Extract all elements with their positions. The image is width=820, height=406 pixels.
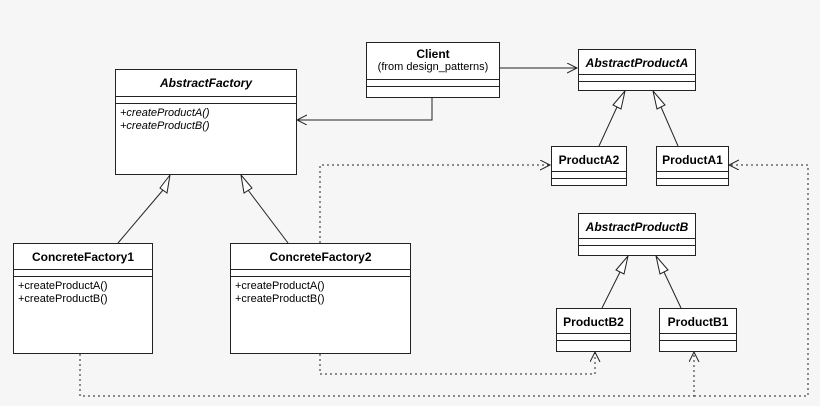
dependency-concretefactory1-producta1	[694, 165, 809, 397]
class-producta1: ProductA1	[656, 146, 729, 186]
dependency-concretefactory2-productb2	[319, 352, 595, 375]
attributes-separator	[552, 171, 626, 172]
generalization-productb1	[663, 271, 682, 309]
class-abstractproducta: AbstractProductA	[578, 49, 696, 91]
operations-separator	[14, 276, 152, 277]
generalization-arrowhead	[240, 173, 253, 194]
dependency-concretefactory2-producta2	[319, 165, 550, 243]
class-package: (from design_patterns)	[377, 61, 489, 73]
class-concretefactory1: ConcreteFactory1 +createProductA() +crea…	[13, 243, 153, 354]
class-name: AbstractFactory	[159, 76, 253, 90]
operations-separator	[552, 178, 626, 179]
attributes-separator	[231, 269, 410, 270]
class-productb2: ProductB2	[556, 308, 631, 352]
operation: +createProductB()	[235, 293, 325, 305]
operations-separator	[116, 103, 296, 104]
attributes-separator	[660, 333, 736, 334]
operations-separator	[579, 245, 695, 246]
attributes-separator	[116, 96, 296, 97]
class-productb1: ProductB1	[659, 308, 737, 352]
generalization-concretefactory2	[247, 189, 289, 244]
operations-list: +createProductA() +createProductB()	[18, 280, 148, 306]
generalization-productb2	[601, 271, 621, 309]
class-name: ConcreteFactory1	[31, 250, 135, 264]
operations-separator	[579, 81, 695, 82]
generalization-concretefactory1	[117, 189, 164, 244]
attributes-separator	[579, 238, 695, 239]
class-name: ConcreteFactory2	[269, 250, 372, 264]
class-client: Client (from design_patterns)	[366, 42, 500, 98]
operations-separator	[657, 178, 728, 179]
operations-separator	[367, 86, 499, 87]
class-name: ProductB1	[667, 315, 729, 329]
generalization-arrowhead	[615, 255, 629, 275]
attributes-separator	[657, 171, 728, 172]
operations-list: +createProductA() +createProductB()	[120, 107, 292, 133]
attributes-separator	[557, 333, 630, 334]
class-abstractfactory: AbstractFactory +createProductA() +creat…	[115, 69, 297, 175]
generalization-arrowhead	[655, 255, 669, 275]
association-client-abstractfactory	[297, 97, 433, 120]
generalization-producta1	[660, 106, 679, 147]
class-name: ProductA1	[662, 153, 723, 167]
generalization-arrowhead	[612, 90, 626, 110]
attributes-separator	[367, 79, 499, 80]
class-producta2: ProductA2	[551, 146, 627, 186]
generalization-arrowhead	[652, 90, 666, 110]
class-name: AbstractProductB	[585, 220, 689, 234]
operation: +createProductB()	[120, 120, 210, 132]
operation: +createProductA()	[235, 280, 325, 292]
class-name: AbstractProductA	[585, 56, 689, 70]
attributes-separator	[579, 74, 695, 75]
operation: +createProductA()	[120, 107, 210, 119]
class-name: ProductB2	[563, 315, 624, 329]
operations-separator	[557, 340, 630, 341]
class-abstractproductb: AbstractProductB	[578, 213, 696, 256]
operation: +createProductB()	[18, 293, 108, 305]
generalization-arrowhead	[159, 174, 171, 194]
operations-separator	[231, 276, 410, 277]
operation: +createProductA()	[18, 280, 108, 292]
class-concretefactory2: ConcreteFactory2 +createProductA() +crea…	[230, 243, 411, 354]
dependency-concretefactory1-productb1	[79, 352, 694, 397]
attributes-separator	[14, 269, 152, 270]
generalization-producta2	[598, 106, 618, 147]
operations-separator	[660, 340, 736, 341]
class-name: ProductA2	[558, 153, 620, 167]
operations-list: +createProductA() +createProductB()	[235, 280, 406, 306]
class-name: Client	[416, 47, 450, 61]
